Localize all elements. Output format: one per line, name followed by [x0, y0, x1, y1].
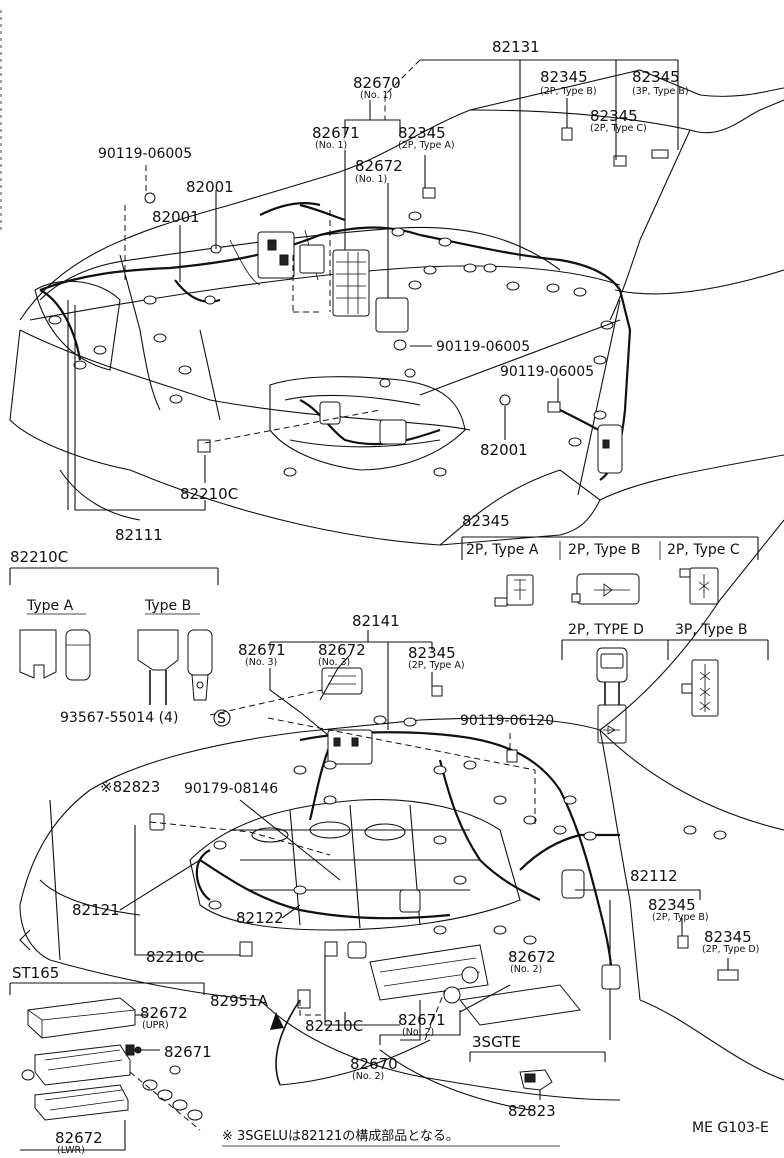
- sub-82671-no1: (No. 1): [315, 140, 347, 151]
- sgte-inset: 3SGTE 82823: [469, 1033, 606, 1120]
- label-82672-upr: 82672: [140, 1004, 188, 1022]
- label-82672-no2: 82672: [508, 948, 556, 966]
- label-82345-2p-type-a: 82345: [398, 124, 446, 142]
- label-90119-06005-a: 90119-06005: [98, 146, 192, 162]
- legend-82210c: 82210C Type A Type B: [9, 548, 219, 705]
- s-mark-circle: [213, 709, 231, 727]
- label-82345-2p-type-b: 82345: [540, 68, 588, 86]
- legend-82210c-title: 82210C: [10, 548, 68, 566]
- engine-bay-illustration: [19, 519, 784, 1111]
- label-82345-3p-type-b: 82345: [632, 68, 680, 86]
- sub-82345-2p-type-c: (2P, Type C): [590, 123, 647, 134]
- label-82210c-a: 82210C: [180, 485, 238, 503]
- sub-82670-no1: (No. 1): [360, 90, 392, 101]
- label-82671-no2: 82671: [398, 1011, 446, 1029]
- label-90119-06005-b: 90119-06005: [436, 339, 530, 355]
- label-82001-b: 82001: [152, 208, 200, 226]
- footer: ※ 3SGELUは82121の構成部品となる。 ME G103-E: [222, 1120, 769, 1147]
- label-82671-no1: 82671: [312, 124, 360, 142]
- label-82671-no3: 82671: [238, 641, 286, 659]
- label-82001-c: 82001: [480, 441, 528, 459]
- figure-id: ME G103-E: [692, 1120, 769, 1136]
- sub-82345-2p-type-a: (2P, Type A): [398, 140, 455, 151]
- label-82672-no3: 82672: [318, 641, 366, 659]
- label-82210c-c: 82210C: [305, 1017, 363, 1035]
- label-st165: ST165: [12, 964, 59, 982]
- sub-82672-no3: (No. 3): [318, 657, 350, 668]
- legend-82345-3p-type-b: 3P, Type B: [675, 622, 747, 638]
- sub-82671-no2: (No. 2): [402, 1027, 434, 1038]
- label-82672-lwr: 82672: [55, 1129, 103, 1147]
- sub-82672-no1: (No. 1): [355, 174, 387, 185]
- label-82823-3sgte: 82823: [508, 1102, 556, 1120]
- label-90119-06120: 90119-06120: [460, 713, 554, 729]
- legend-82345-2p-type-a: 2P, Type A: [466, 542, 539, 558]
- sub-82670-no2: (No. 2): [352, 1071, 384, 1082]
- label-82345-2p-type-c: 82345: [590, 107, 638, 125]
- label-82210c-b: 82210C: [146, 948, 204, 966]
- label-82345-2p-type-a-lower: 82345: [408, 644, 456, 662]
- legend-82210c-type-a: Type A: [26, 598, 74, 614]
- label-93567-55014: 93567-55014 (4): [60, 710, 178, 726]
- sub-82345-2p-type-a-lower: (2P, Type A): [408, 660, 465, 671]
- label-s-mark: S: [217, 711, 226, 727]
- legend-82345: 82345 2P, Type A 2P, Type B 2P, Type C 2…: [461, 512, 769, 744]
- sub-82345-2p-type-b-lower: (2P, Type B): [652, 912, 709, 923]
- label-82670-no2: 82670: [350, 1055, 398, 1073]
- label-82823-star: ※82823: [100, 778, 160, 796]
- sub-82672-upr: (UPR): [142, 1020, 169, 1031]
- sub-82345-2p-type-d-lower: (2P, Type D): [702, 944, 759, 955]
- sub-82672-no2: (No. 2): [510, 964, 542, 975]
- legend-82345-2p-type-d: 2P, TYPE D: [568, 622, 644, 638]
- legend-82345-2p-type-b: 2P, Type B: [568, 542, 640, 558]
- upper-labels: 82131 82670 (No. 1) 82345 (2P, Type B) 8…: [98, 38, 689, 544]
- label-82121: 82121: [72, 901, 120, 919]
- footnote: ※ 3SGELUは82121の構成部品となる。: [222, 1129, 459, 1144]
- sub-82672-lwr: (LWR): [57, 1145, 85, 1156]
- legend-82210c-type-b: Type B: [144, 598, 191, 614]
- lower-leader-lines: [119, 630, 729, 1086]
- upper-leader-lines: [67, 59, 679, 511]
- label-82001-a: 82001: [186, 178, 234, 196]
- label-82122: 82122: [236, 909, 284, 927]
- rear-body-illustration: [9, 69, 784, 546]
- label-90179-08146: 90179-08146: [184, 781, 278, 797]
- sub-82345-3p-type-b: (3P, Type B): [632, 86, 689, 97]
- label-82131: 82131: [492, 38, 540, 56]
- label-82671-st165: 82671: [164, 1043, 212, 1061]
- label-82111: 82111: [115, 526, 163, 544]
- label-82672-no1: 82672: [355, 157, 403, 175]
- sub-82345-2p-type-b: (2P, Type B): [540, 86, 597, 97]
- label-90119-06005-c: 90119-06005: [500, 364, 594, 380]
- label-82670-no1: 82670: [353, 74, 401, 92]
- label-82345-2p-type-b-lower: 82345: [648, 896, 696, 914]
- legend-82345-2p-type-c: 2P, Type C: [667, 542, 740, 558]
- label-82141: 82141: [352, 612, 400, 630]
- label-82112: 82112: [630, 867, 678, 885]
- label-3sgte: 3SGTE: [472, 1033, 521, 1051]
- label-82345-2p-type-d-lower: 82345: [704, 928, 752, 946]
- st165-inset: ST165 82672 (UPR) 82671 82672 (LWR): [9, 964, 212, 1156]
- legend-82345-title: 82345: [462, 512, 510, 530]
- sub-82671-no3: (No. 3): [245, 657, 277, 668]
- label-82951a: 82951A: [210, 992, 269, 1010]
- lower-labels: 82141 82671 (No. 3) 82672 (No. 3) 82345 …: [60, 612, 759, 1082]
